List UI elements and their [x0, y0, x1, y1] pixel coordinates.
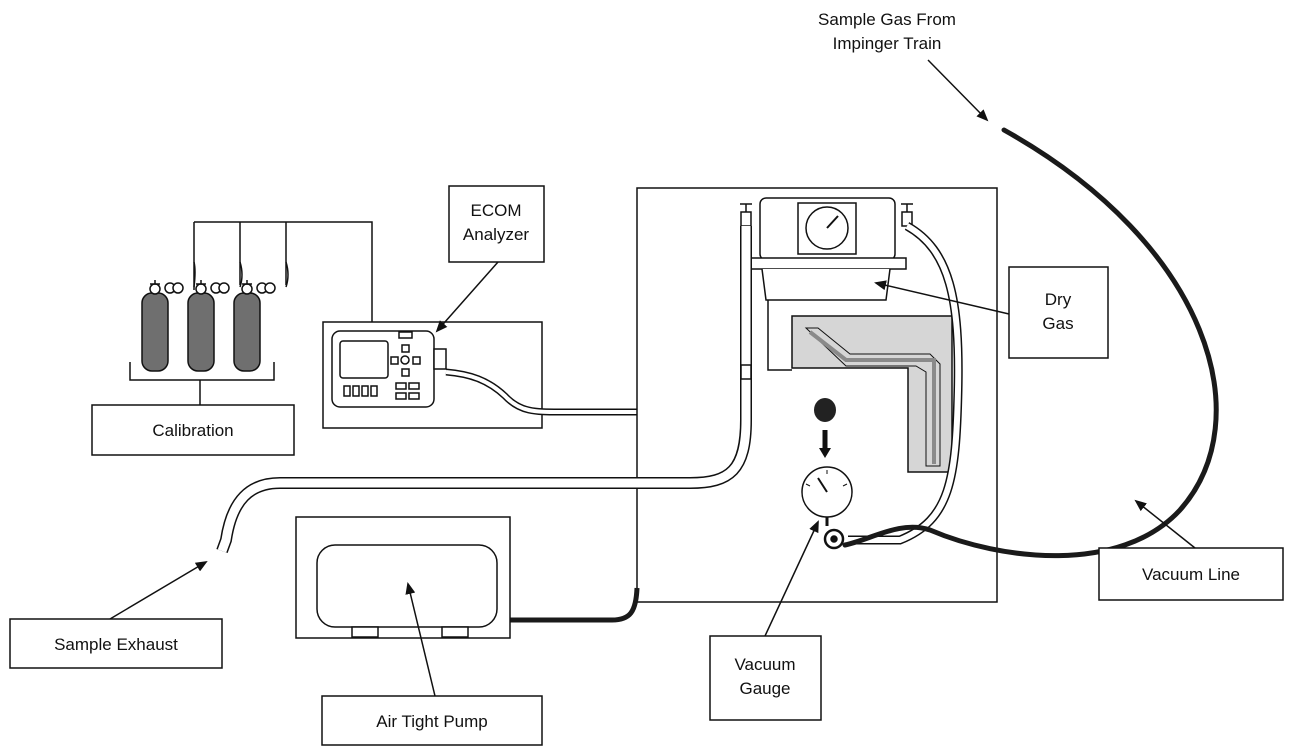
sample-exhaust-label-text: Sample Exhaust [54, 635, 178, 654]
vacuum-gauge-arrow [764, 520, 819, 637]
pump-hose [497, 587, 640, 623]
ecom-analyzer [331, 330, 447, 408]
vacuum-line-label-text: Vacuum Line [1142, 565, 1240, 584]
dry-gas-label-line2: Gas [1042, 314, 1073, 333]
ecom-analyzer-label: ECOM Analyzer [448, 185, 545, 263]
calibration-bracket [129, 362, 275, 405]
air-tight-pump-label-text: Air Tight Pump [376, 712, 488, 731]
sample-gas-label-line1: Sample Gas From [818, 10, 956, 29]
ecom-label-line1: ECOM [471, 201, 522, 220]
vacuum-gauge-label: Vacuum Gauge [709, 635, 822, 721]
gas-cylinder-icon [141, 280, 184, 372]
gas-cylinder-icon [187, 280, 230, 372]
sample-gas-label-line2: Impinger Train [833, 34, 942, 53]
vacuum-gauge-label-line2: Gauge [739, 679, 790, 698]
gas-cylinder-icon [233, 280, 276, 372]
vacuum-gauge-label-line1: Vacuum [734, 655, 795, 674]
ecom-arrow [435, 261, 499, 333]
dry-gas-label: Dry Gas [1008, 266, 1109, 359]
control-valve [814, 398, 836, 458]
air-tight-pump-label: Air Tight Pump [321, 695, 543, 746]
pump-icon [316, 544, 498, 638]
calibration-label-text: Calibration [152, 421, 233, 440]
air-tight-pump-arrow [405, 582, 436, 697]
sample-exhaust-arrow [109, 560, 208, 620]
sample-gas-arrow [927, 59, 989, 122]
ecom-label-line2: Analyzer [463, 225, 529, 244]
meter-connector [767, 300, 792, 371]
vacuum-line-label: Vacuum Line [1098, 547, 1284, 601]
vacuum-line-hose [842, 127, 1219, 559]
dry-gas-label-line1: Dry [1045, 290, 1072, 309]
vacuum-line-arrow [1134, 499, 1196, 549]
vacuum-gauge [801, 466, 853, 550]
dry-gas-meter [740, 197, 913, 301]
dry-gas-arrow [874, 280, 1010, 315]
calibration-label: Calibration [91, 404, 295, 456]
sample-exhaust-label: Sample Exhaust [9, 618, 223, 669]
